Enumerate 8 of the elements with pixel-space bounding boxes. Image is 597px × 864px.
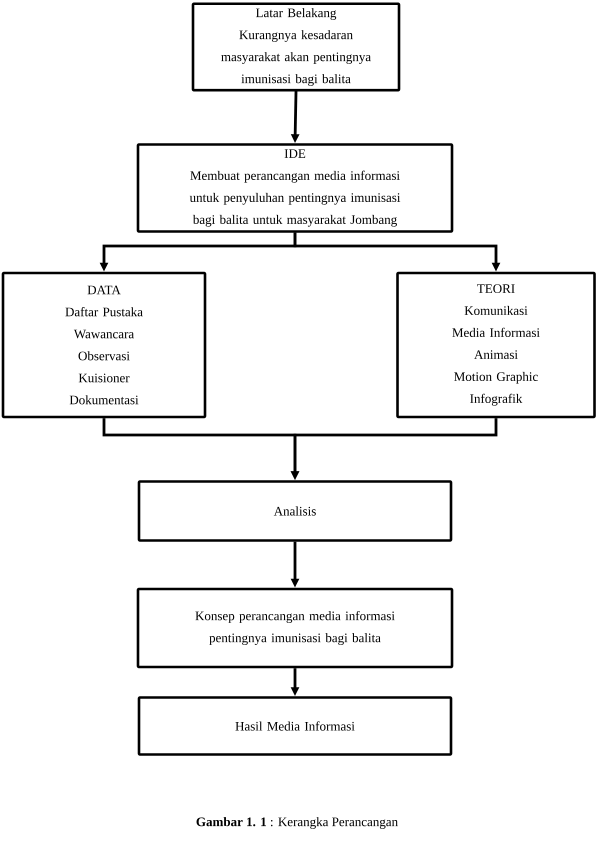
process-box: Analisis <box>138 480 452 542</box>
caption: Gambar 1. 1 : Kerangka Perancangan <box>196 817 398 829</box>
process-box: Konsep perancangan media informasi pentingnya imunisasi bagi balita <box>136 588 454 668</box>
process-box: Latar Belakang Kurangnya kesadaran masyarakat akan pentingnya imunisasi bagi balita <box>192 2 400 92</box>
process-box: Hasil Media Informasi <box>138 696 452 756</box>
process-box: DATA Daftar Pustaka Wawancara Observasi Kuisioner Dokumentasi <box>2 272 206 418</box>
process-box: TEORI Komunikasi Media Informasi Animasi Motion Graphic Infografik <box>396 272 596 418</box>
process-box: IDE Membuat perancangan media informasi untuk penyuluhan pentingnya imunisasi bagi balita untuk masyarakat Jombang <box>136 143 454 233</box>
